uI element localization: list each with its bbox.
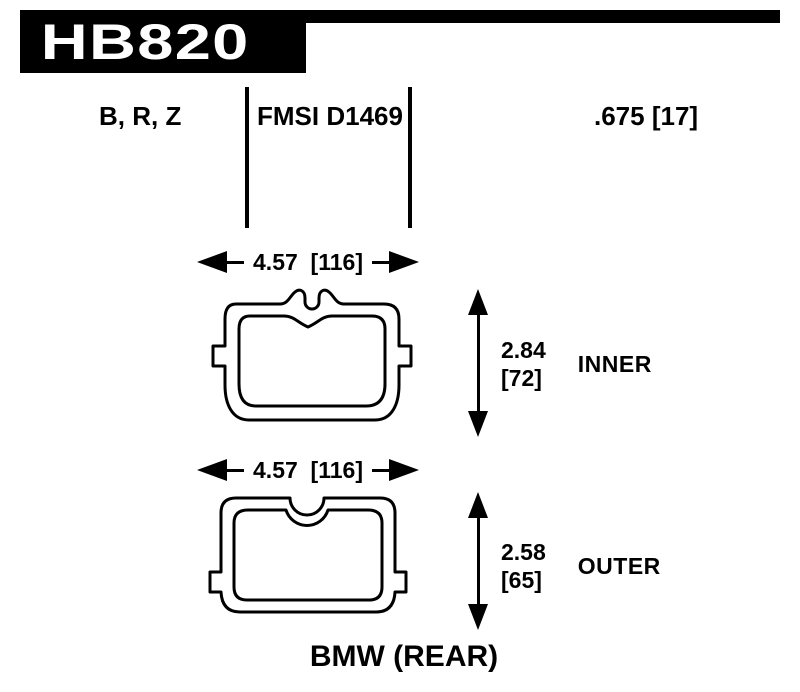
outer-pad-width-value: 4.57 [116] <box>253 456 363 483</box>
part-number: HB820 <box>40 13 250 70</box>
inner-pad-label: INNER <box>577 350 652 377</box>
arrow-down-icon <box>468 411 488 437</box>
outer-pad-height-in: 2.58 <box>501 539 546 565</box>
dimension-line <box>371 468 389 472</box>
outer-pad-height-dimension <box>467 492 489 630</box>
outer-pad-width-dimension: 4.57 [116] <box>197 456 419 483</box>
part-number-box: HB820 <box>20 10 306 73</box>
inner-pad-height-mm: [72] <box>501 365 542 392</box>
dimension-line <box>476 315 480 411</box>
pad-thickness: .675 [17] <box>594 101 699 131</box>
header-strip <box>306 10 780 23</box>
inner-pad-width-value: 4.57 [116] <box>253 248 363 275</box>
dimension-line <box>476 518 480 604</box>
inner-pad-height-dimension <box>467 289 489 437</box>
vehicle-application: BMW (REAR) <box>309 640 499 673</box>
arrow-down-icon <box>468 604 488 630</box>
dimension-line <box>227 468 245 472</box>
column-divider-right <box>408 87 412 228</box>
arrow-up-icon <box>468 289 488 315</box>
outer-pad-height-text: 2.58 [65] OUTER <box>501 538 661 594</box>
arrow-left-icon <box>197 251 227 273</box>
outer-pad-drawing <box>208 496 408 614</box>
inner-pad-outline <box>211 288 413 422</box>
outer-pad-label: OUTER <box>577 552 661 579</box>
column-divider-left <box>245 87 249 228</box>
fmsi-number: FMSI D1469 <box>257 101 403 131</box>
inner-pad-height-text: 2.84 [72] INNER <box>501 336 652 392</box>
dimension-line <box>227 260 245 264</box>
outer-pad-height-values: 2.58 [65] <box>501 538 546 594</box>
inner-pad-drawing <box>211 288 413 422</box>
arrow-up-icon <box>468 492 488 518</box>
outer-pad-height-mm: [65] <box>501 567 542 594</box>
inner-pad-height-values: 2.84 [72] <box>501 336 546 392</box>
compound-codes: B, R, Z <box>99 101 182 131</box>
arrow-right-icon <box>389 251 419 273</box>
inner-pad-height-in: 2.84 <box>501 337 546 363</box>
inner-pad-width-dimension: 4.57 [116] <box>197 248 419 275</box>
dimension-line <box>371 260 389 264</box>
outer-pad-friction-contour <box>232 508 384 602</box>
inner-pad-friction-contour <box>237 314 387 408</box>
arrow-right-icon <box>389 459 419 481</box>
outer-pad-outline <box>208 496 408 614</box>
arrow-left-icon <box>197 459 227 481</box>
